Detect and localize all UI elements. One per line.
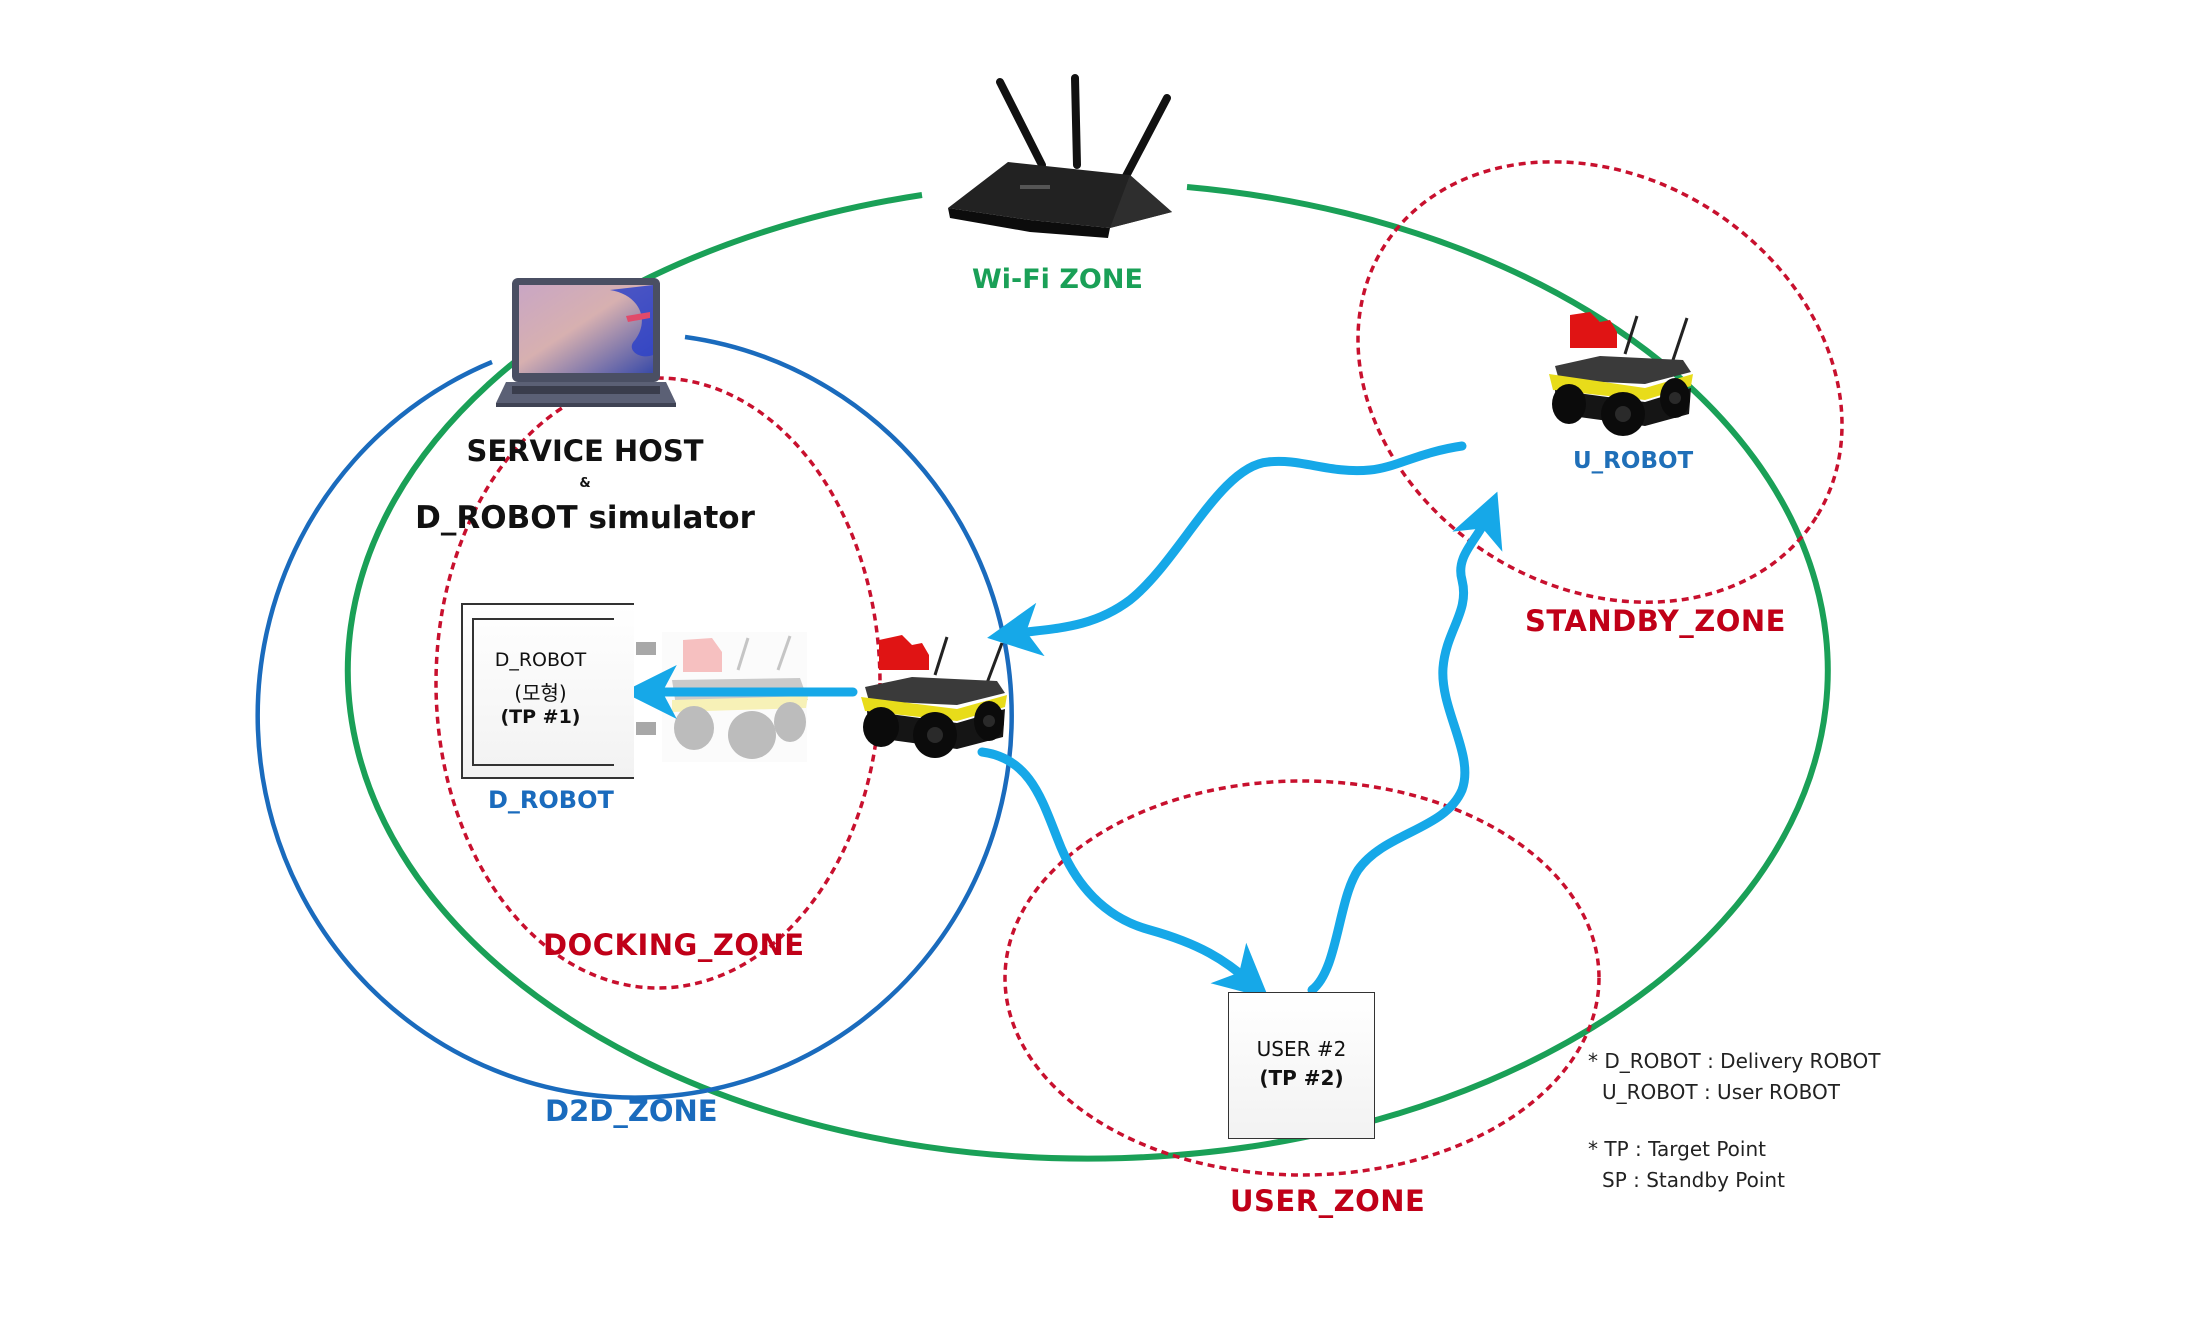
- d2d-zone-ellipse: [255, 334, 1014, 1100]
- legend-spacer: [1588, 1108, 1881, 1134]
- dock-box-target-point: (TP #1): [500, 706, 581, 728]
- dock-connector-bottom: [636, 722, 656, 735]
- d-robot-label: D_ROBOT: [488, 786, 614, 814]
- drobot-simulator-label: D_ROBOT simulator: [415, 500, 755, 536]
- standby-zone-label: STANDBY_ZONE: [1525, 604, 1786, 638]
- user-box-title: USER #2: [1256, 1037, 1347, 1061]
- laptop-icon: [496, 278, 676, 407]
- legend-line-drobot: * D_ROBOT : Delivery ROBOT: [1588, 1049, 1881, 1073]
- dock-box-subtitle: (모형): [514, 681, 567, 705]
- user-target-box: USER #2 (TP #2): [1228, 992, 1375, 1139]
- wifi-zone-label: Wi-Fi ZONE: [972, 264, 1143, 295]
- docking-robot-ghost-icon: [662, 632, 808, 762]
- legend-line-sp: SP : Standby Point: [1602, 1168, 1785, 1192]
- u-robot-label: U_ROBOT: [1573, 448, 1694, 474]
- service-host-label: SERVICE HOST: [466, 434, 704, 468]
- dock-connector-top: [636, 642, 656, 655]
- docking-station-box: D_ROBOT (모형) (TP #1): [461, 603, 634, 779]
- legend-line-tp: * TP : Target Point: [1588, 1137, 1766, 1161]
- dock-box-title: D_ROBOT: [494, 649, 587, 671]
- user-zone-label: USER_ZONE: [1230, 1184, 1426, 1218]
- delivery-robot-icon: [861, 635, 1007, 758]
- docking-station-inner-frame: [472, 618, 614, 766]
- user-robot-icon: [1549, 312, 1693, 436]
- wifi-router-icon: [948, 74, 1172, 238]
- user-box-target-point: (TP #2): [1259, 1066, 1344, 1090]
- legend: * D_ROBOT : Delivery ROBOT U_ROBOT : Use…: [1588, 1046, 1881, 1196]
- flow-arrow-urobot-to-drobot: [987, 441, 1467, 657]
- user-zone-ellipse: [1003, 779, 1601, 1177]
- flow-arrow-drobot-to-user: [977, 747, 1269, 999]
- legend-line-urobot: U_ROBOT : User ROBOT: [1602, 1080, 1840, 1104]
- wifi-zone-ellipse: [344, 184, 1831, 1162]
- flow-arrow-user-to-urobot: [1307, 491, 1503, 995]
- service-host-ampersand: &: [579, 476, 591, 491]
- docking-zone-label: DOCKING_ZONE: [543, 928, 805, 962]
- d2d-zone-label: D2D_ZONE: [545, 1094, 718, 1128]
